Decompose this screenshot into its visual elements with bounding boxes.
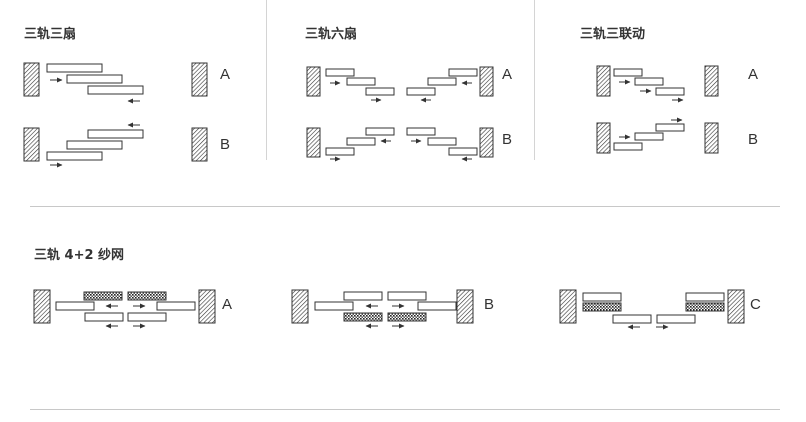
panel: [656, 314, 696, 324]
variant-label-4b: B: [484, 296, 495, 313]
panel: [427, 77, 457, 86]
variant-label-3a: A: [748, 66, 759, 83]
panel: [406, 127, 436, 136]
panel: [613, 142, 643, 151]
panel: [612, 314, 652, 324]
wall: [33, 289, 51, 324]
screen-panel: [127, 291, 167, 301]
panel: [325, 147, 355, 156]
wall: [704, 65, 719, 97]
panel: [325, 68, 355, 77]
panel: [427, 137, 457, 146]
wall: [191, 62, 208, 97]
diagram-2b: [306, 127, 494, 162]
wall: [596, 122, 611, 154]
panel: [156, 301, 196, 311]
section-title-three-track-screen: 三轨 4+2 纱网: [34, 248, 125, 263]
panel: [87, 129, 144, 139]
wall: [559, 289, 577, 324]
panel: [346, 77, 376, 86]
wall: [479, 66, 494, 97]
diagram-4b: [291, 289, 474, 329]
screen-panel: [582, 302, 622, 312]
panel: [655, 87, 685, 96]
panel: [387, 291, 427, 301]
screen-panel: [343, 312, 383, 322]
diagram-2a: [306, 66, 494, 103]
panel: [365, 87, 395, 96]
diagram-1a: [23, 62, 208, 104]
wall: [198, 289, 216, 324]
variant-label-3b: B: [748, 131, 759, 148]
panel: [406, 87, 436, 96]
variant-label-4a: A: [222, 296, 233, 313]
panel: [87, 85, 144, 95]
variant-label-1a: A: [220, 66, 231, 83]
panel: [685, 292, 725, 302]
panel: [448, 147, 478, 156]
wall: [191, 127, 208, 162]
wall: [456, 289, 474, 324]
section-title-three-track-three-panel: 三轨三扇: [24, 27, 77, 42]
wall: [23, 127, 40, 162]
panel: [66, 140, 123, 150]
panel: [417, 301, 457, 311]
panel: [448, 68, 478, 77]
wall: [306, 66, 321, 97]
diagram-3a: [596, 65, 719, 103]
variant-label-2a: A: [502, 66, 513, 83]
wall: [704, 122, 719, 154]
section-title-three-track-linked: 三轨三联动: [580, 27, 646, 42]
section-title-three-track-six-panel: 三轨六扇: [305, 27, 358, 42]
panel: [655, 123, 685, 132]
panel: [613, 68, 643, 77]
row-divider-1: [30, 206, 780, 207]
wall: [727, 289, 745, 324]
column-divider-2: [534, 0, 535, 160]
screen-panel: [387, 312, 427, 322]
panel: [634, 77, 664, 86]
wall: [306, 127, 321, 158]
wall: [23, 62, 40, 97]
screen-panel: [83, 291, 123, 301]
variant-label-1b: B: [220, 136, 231, 153]
panel: [84, 312, 124, 322]
row-divider-2: [30, 409, 780, 410]
wall: [596, 65, 611, 97]
diagram-4a: [33, 289, 216, 329]
panel: [55, 301, 95, 311]
panel: [343, 291, 383, 301]
variant-label-4c: C: [750, 296, 761, 313]
variant-label-2b: B: [502, 131, 513, 148]
diagram-3b: [596, 117, 719, 154]
diagram-4c: [559, 289, 745, 330]
panel: [46, 63, 103, 73]
panel: [365, 127, 395, 136]
panel: [46, 151, 103, 161]
column-divider-1: [266, 0, 267, 160]
panel: [634, 132, 664, 141]
screen-panel: [685, 302, 725, 312]
panel: [66, 74, 123, 84]
panel: [314, 301, 354, 311]
panel: [582, 292, 622, 302]
wall: [291, 289, 309, 324]
diagram-1b: [23, 122, 208, 168]
panel: [346, 137, 376, 146]
wall: [479, 127, 494, 158]
panel: [127, 312, 167, 322]
